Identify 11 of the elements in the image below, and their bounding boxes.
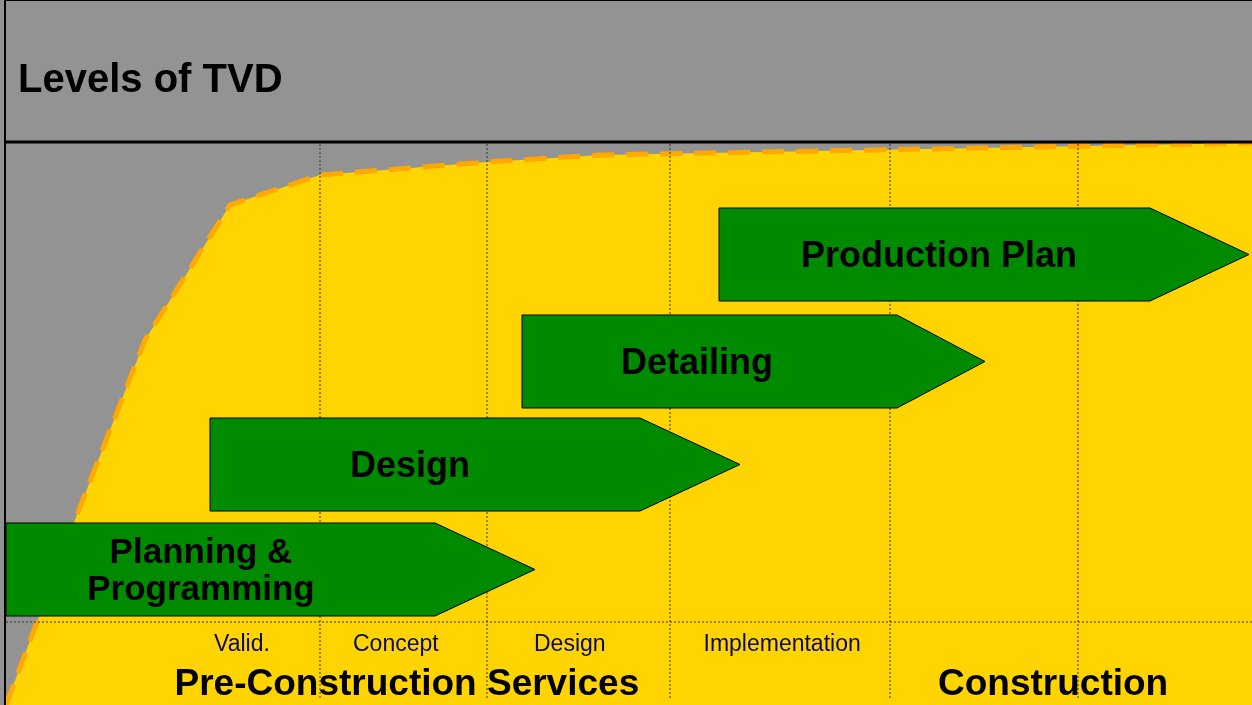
title: Levels of TVD (18, 56, 283, 101)
stage-label: Concept (353, 630, 439, 657)
phase-label: Planning & Programming (86, 532, 316, 607)
phase-group-label: Construction (938, 662, 1169, 704)
phase-label: Production Plan (801, 235, 1077, 274)
stage-label: Implementation (703, 630, 861, 657)
stage-label: Valid. (214, 630, 270, 657)
phase-label: Design (350, 445, 470, 484)
phase-group-label: Pre-Construction Services (174, 662, 640, 704)
stage-label: Design (534, 630, 606, 657)
phase-label: Detailing (621, 342, 773, 381)
